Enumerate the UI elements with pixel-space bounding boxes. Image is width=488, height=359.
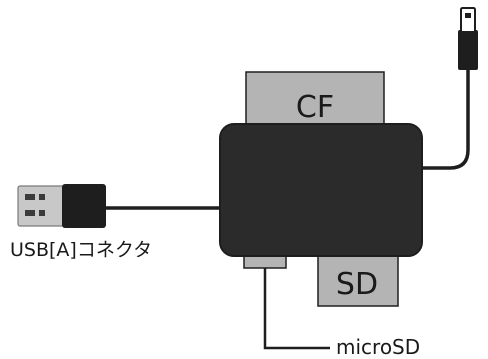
micro-usb-cable xyxy=(418,58,470,170)
cf-card-label: CF xyxy=(296,90,334,125)
usb-a-plug xyxy=(17,184,106,228)
sd-card xyxy=(317,249,399,307)
microsd-slot-label: microSD xyxy=(336,335,420,359)
card-reader-body xyxy=(219,123,423,257)
micro-usb-connector xyxy=(458,7,478,70)
microsd-leader-line xyxy=(263,268,330,350)
usb-connector-label: USB[A]コネクタ xyxy=(10,239,152,261)
sd-card-label: SD xyxy=(336,267,378,302)
